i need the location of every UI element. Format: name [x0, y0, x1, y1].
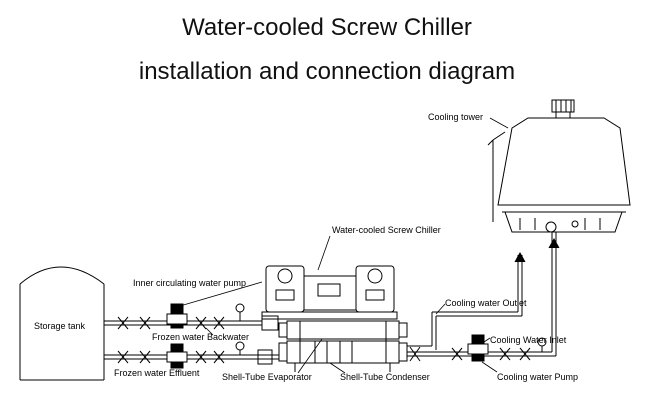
leader-lines	[179, 117, 509, 374]
cooling-water-outlet-pipe	[407, 251, 526, 350]
evaporator-label: Shell-Tube Evaporator	[222, 372, 312, 382]
diagram-title-line-2: installation and connection diagram	[138, 58, 516, 85]
cooling-water-pump	[467, 334, 489, 362]
effluent-pressure-gauge	[235, 341, 245, 355]
cooling-inlet-label: Cooling Water Inlet	[490, 335, 567, 345]
screw-chiller	[261, 265, 408, 372]
frozen-water-backwater-pipe	[104, 315, 279, 331]
backwater-pressure-gauge	[235, 303, 245, 321]
inner-circulating-water-pump	[166, 303, 188, 329]
diagram-title-line-1: Water-cooled Screw Chiller	[182, 14, 472, 41]
cooling-water-inlet-pipe	[407, 232, 560, 362]
cooling-outlet-label: Cooling water Outlet	[445, 298, 527, 308]
cooling-inlet-gauge	[537, 337, 547, 352]
chiller-label: Water-cooled Screw Chiller	[332, 225, 441, 235]
frozen-water-effluent-pipe	[104, 349, 279, 365]
condenser-label: Shell-Tube Condenser	[340, 372, 430, 382]
frozen-backwater-label: Frozen water Backwater	[152, 332, 249, 342]
storage-tank-label: Storage tank	[34, 321, 86, 331]
effluent-pump	[166, 343, 188, 369]
cooling-tower	[487, 99, 631, 233]
cooling-pump-label: Cooling water Pump	[497, 372, 578, 382]
storage-tank	[19, 266, 105, 381]
frozen-effluent-label: Frozen water Effluent	[114, 368, 200, 378]
cooling-tower-label: Cooling tower	[428, 112, 483, 122]
inner-pump-label: Inner circulating water pump	[133, 278, 246, 288]
